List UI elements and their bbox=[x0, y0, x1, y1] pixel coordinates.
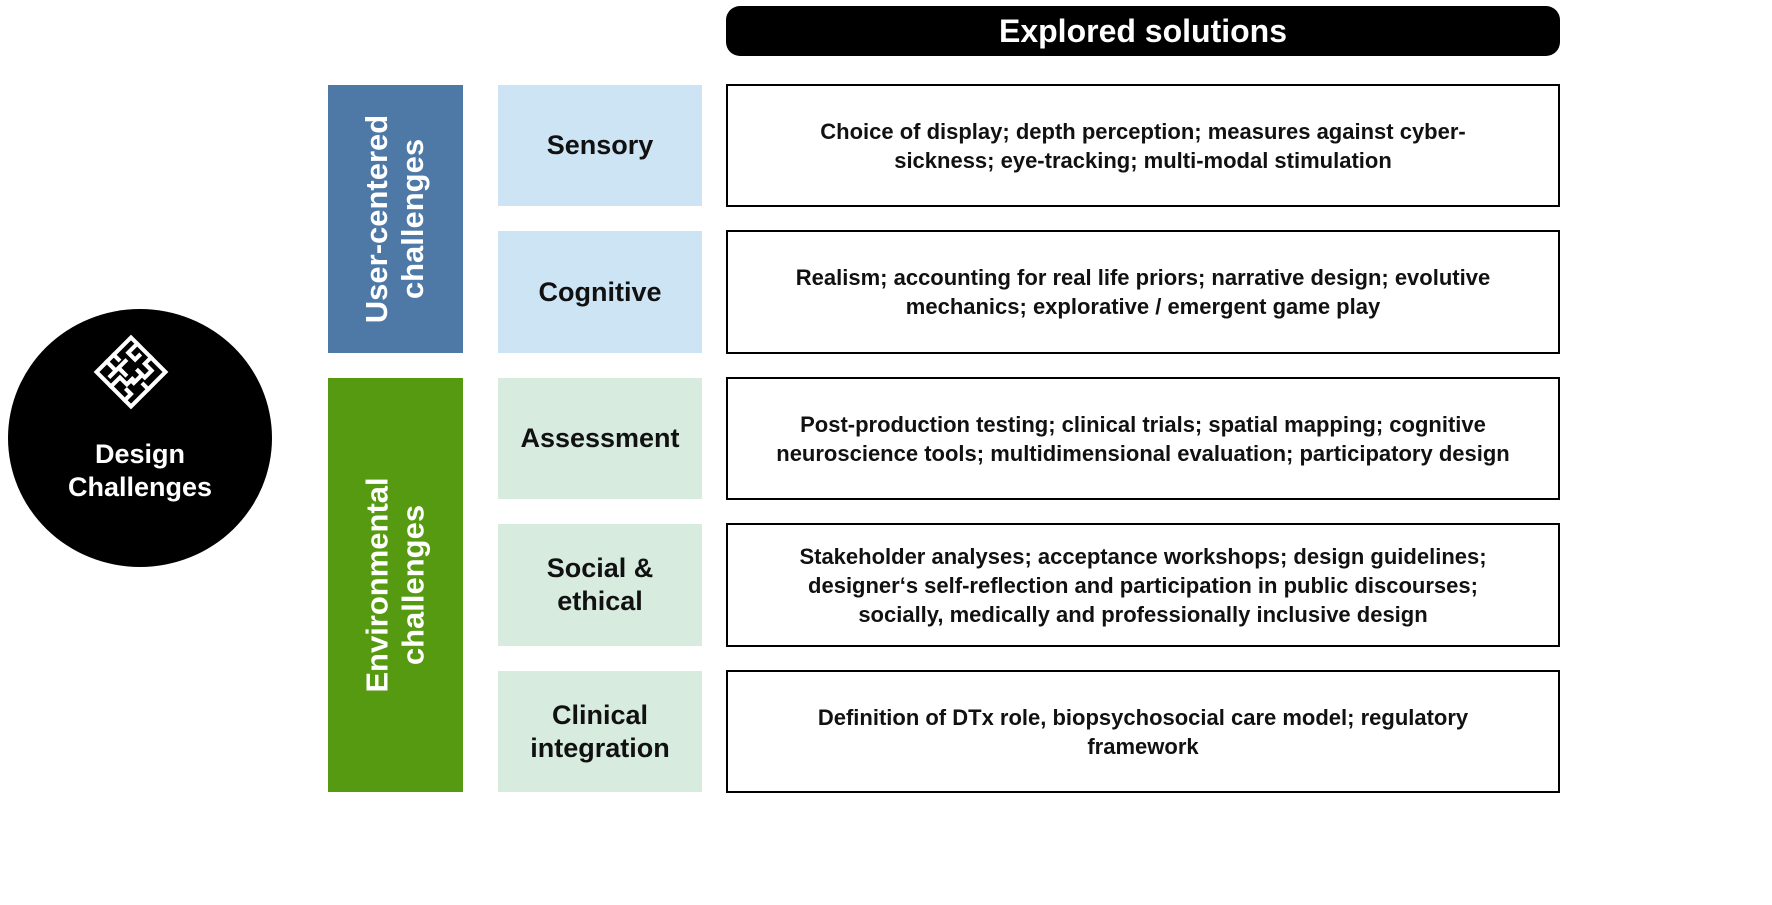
category-social-ethical-line2: ethical bbox=[557, 586, 643, 616]
design-challenges-line2: Challenges bbox=[67, 472, 213, 502]
category-social-ethical: Social & ethical bbox=[498, 524, 702, 646]
group-environmental: Environmental challenges bbox=[328, 378, 463, 792]
solution-sensory-line1: Choice of display; depth perception; mea… bbox=[820, 118, 1466, 144]
solution-assessment-line1: Post-production testing; clinical trials… bbox=[800, 411, 1486, 437]
explored-solutions-header: Explored solutions bbox=[726, 6, 1560, 56]
category-clinical-integration-line2: integration bbox=[530, 732, 670, 763]
solution-assessment: Post-production testing; clinical trials… bbox=[726, 377, 1560, 500]
group-user-centered-label: User-centered challenges bbox=[360, 115, 432, 323]
group-environmental-label: Environmental challenges bbox=[360, 477, 432, 692]
category-assessment-line1: Assessment bbox=[520, 423, 680, 453]
solution-assessment-line2: neuroscience tools; multidimensional eva… bbox=[776, 440, 1510, 466]
design-challenges-line1: Design bbox=[94, 439, 186, 469]
group-user-centered: User-centered challenges bbox=[328, 85, 463, 353]
maze-icon bbox=[93, 334, 169, 410]
category-sensory: Sensory bbox=[498, 85, 702, 206]
group-environmental-line1: Environmental bbox=[359, 477, 395, 693]
group-user-centered-line1: User-centered bbox=[359, 114, 395, 324]
solution-cognitive-line2: mechanics; explorative / emergent game p… bbox=[905, 294, 1381, 319]
solution-social-ethical: Stakeholder analyses; acceptance worksho… bbox=[726, 523, 1560, 647]
design-challenges-label: Design Challenges bbox=[8, 438, 272, 504]
category-sensory-line1: Sensory bbox=[546, 130, 654, 160]
solution-cognitive: Realism; accounting for real life priors… bbox=[726, 230, 1560, 354]
category-clinical-integration: Clinical integration bbox=[498, 671, 702, 792]
solution-clinical-integration-line2: framework bbox=[1087, 733, 1199, 759]
solution-cognitive-line1: Realism; accounting for real life priors… bbox=[795, 265, 1491, 290]
category-social-ethical-line1: Social & bbox=[546, 553, 654, 583]
design-challenges-circle bbox=[8, 309, 272, 567]
category-clinical-integration-line1: Clinical bbox=[551, 699, 649, 730]
solution-sensory-line2: sickness; eye-tracking; multi-modal stim… bbox=[894, 147, 1392, 173]
group-environmental-line2: challenges bbox=[395, 504, 431, 666]
solution-social-ethical-line3: socially, medically and professionally i… bbox=[858, 601, 1428, 627]
solution-clinical-integration: Definition of DTx role, biopsychosocial … bbox=[726, 670, 1560, 793]
solution-sensory: Choice of display; depth perception; mea… bbox=[726, 84, 1560, 207]
category-assessment: Assessment bbox=[498, 378, 702, 499]
solution-social-ethical-line1: Stakeholder analyses; acceptance worksho… bbox=[799, 543, 1487, 569]
category-cognitive: Cognitive bbox=[498, 231, 702, 353]
explored-solutions-title: Explored solutions bbox=[998, 12, 1288, 49]
solution-clinical-integration-line1: Definition of DTx role, biopsychosocial … bbox=[817, 704, 1469, 730]
solution-social-ethical-line2: designer‘s self-reflection and participa… bbox=[808, 572, 1478, 598]
category-cognitive-line1: Cognitive bbox=[538, 276, 662, 307]
group-user-centered-line2: challenges bbox=[395, 138, 431, 300]
